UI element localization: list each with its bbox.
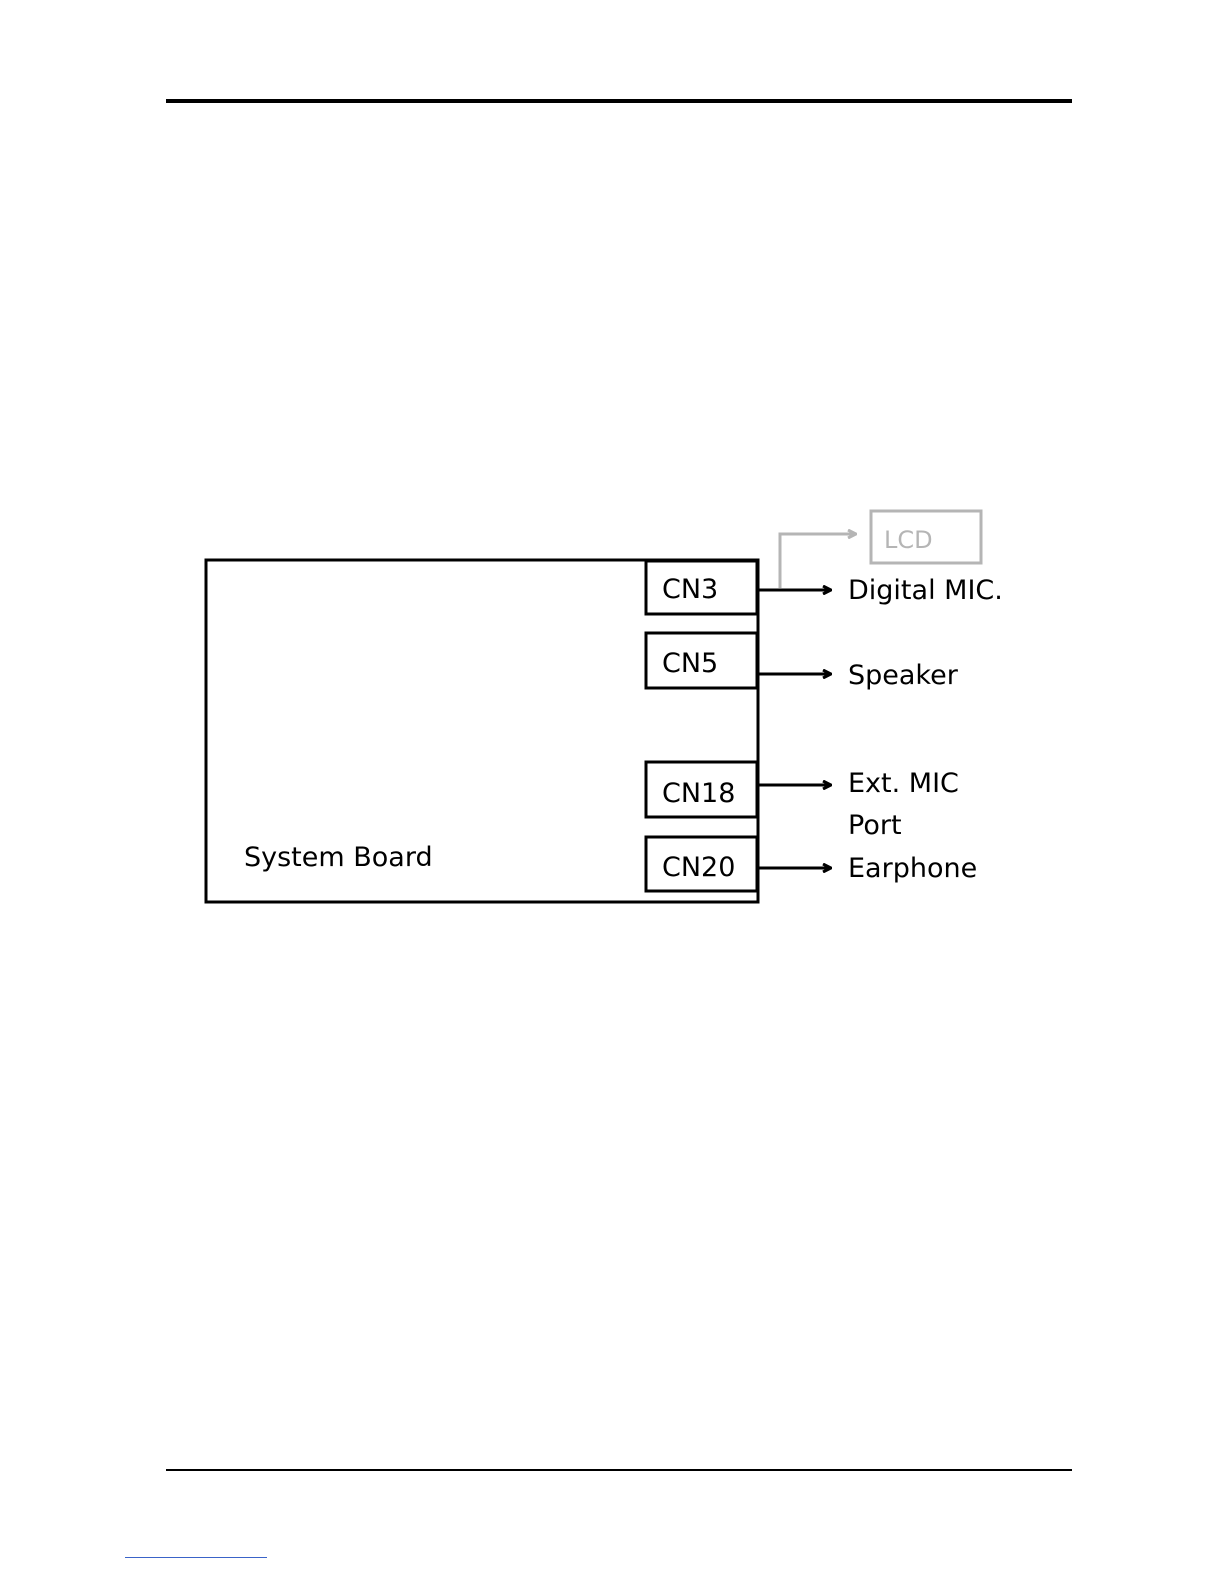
target-earphone-label: Earphone <box>848 853 977 884</box>
connector-cn5-label: CN5 <box>662 648 718 679</box>
connector-cn3: CN3 <box>646 561 757 614</box>
target-ext-mic-port-label: Port <box>848 810 902 841</box>
connector-cn3-label: CN3 <box>662 574 718 605</box>
connector-cn20-label: CN20 <box>662 852 735 883</box>
footer-link-underline[interactable] <box>125 1557 267 1558</box>
footer-rule <box>166 1469 1072 1471</box>
lcd-arrow <box>780 534 855 588</box>
connector-cn5: CN5 <box>646 633 757 688</box>
lcd-label: LCD <box>884 526 933 554</box>
system-board-label: System Board <box>244 842 433 873</box>
connector-cn18-label: CN18 <box>662 778 735 809</box>
target-ext-mic-label: Ext. MIC <box>848 768 959 799</box>
target-speaker-label: Speaker <box>848 660 959 691</box>
connector-cn20: CN20 <box>646 837 757 891</box>
target-digital-mic-label: Digital MIC. <box>848 575 1003 606</box>
connector-cn18: CN18 <box>646 762 757 817</box>
